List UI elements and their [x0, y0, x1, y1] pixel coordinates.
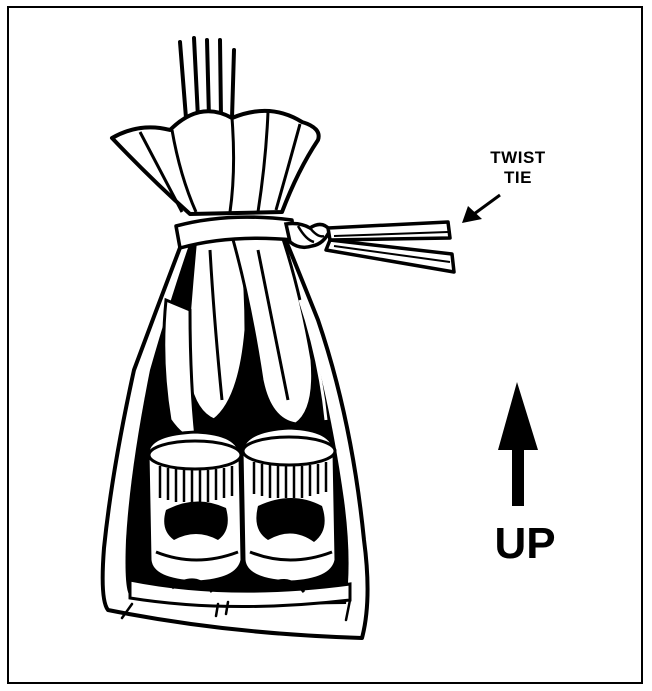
bag-body: [103, 232, 368, 638]
up-label: UP: [470, 519, 580, 569]
up-arrow-icon: [498, 382, 538, 506]
leader-arrow-icon: [462, 195, 500, 223]
bag-top-flare: [112, 111, 319, 214]
twist-tie-label-line1: TWIST: [478, 148, 558, 168]
twist-tie-label: TWIST TIE: [478, 148, 558, 188]
lead-wires: [180, 38, 234, 118]
twist-tie-label-line2: TIE: [478, 168, 558, 188]
